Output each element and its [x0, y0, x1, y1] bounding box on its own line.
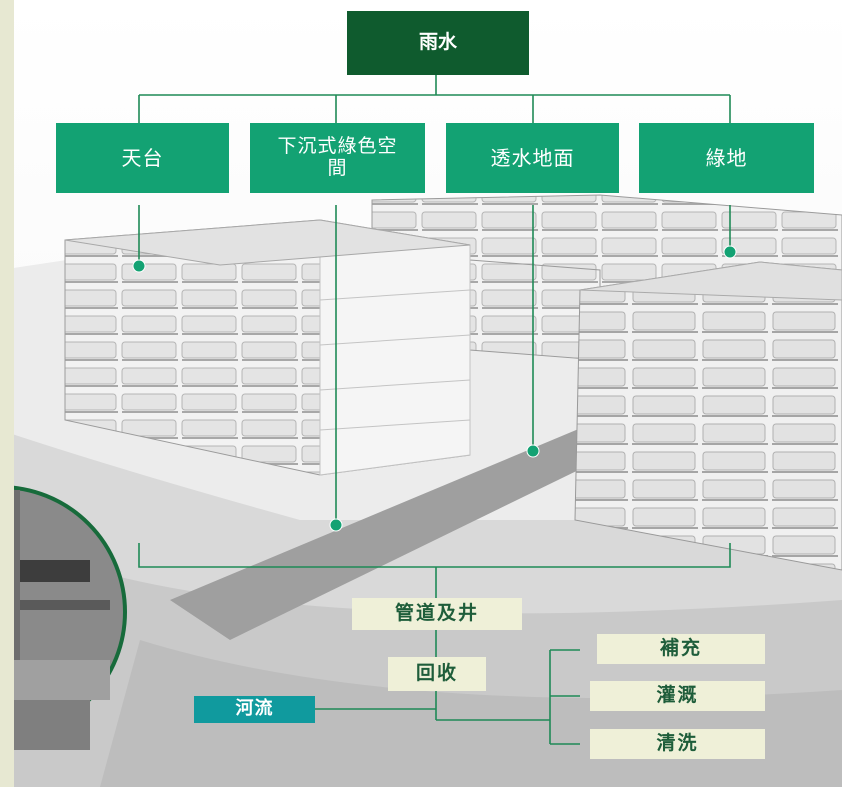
collector-permeable-paving: 透水地面 — [446, 123, 619, 193]
left-edge-panel — [0, 0, 14, 787]
collector-sunken-green-space: 下沉式綠色空間 — [250, 123, 425, 193]
recycle-box: 回收 — [388, 657, 486, 691]
use-irrigation-box: 灌溉 — [590, 681, 765, 711]
pipes-and-wells-box: 管道及井 — [352, 598, 522, 630]
collector-rooftop: 天台 — [56, 123, 229, 193]
use-cleaning-box: 清洗 — [590, 729, 765, 759]
rainwater-box: 雨水 — [347, 11, 529, 75]
river-box: 河流 — [194, 696, 315, 723]
collector-green-land: 綠地 — [639, 123, 814, 193]
use-replenish-box: 補充 — [597, 634, 765, 664]
